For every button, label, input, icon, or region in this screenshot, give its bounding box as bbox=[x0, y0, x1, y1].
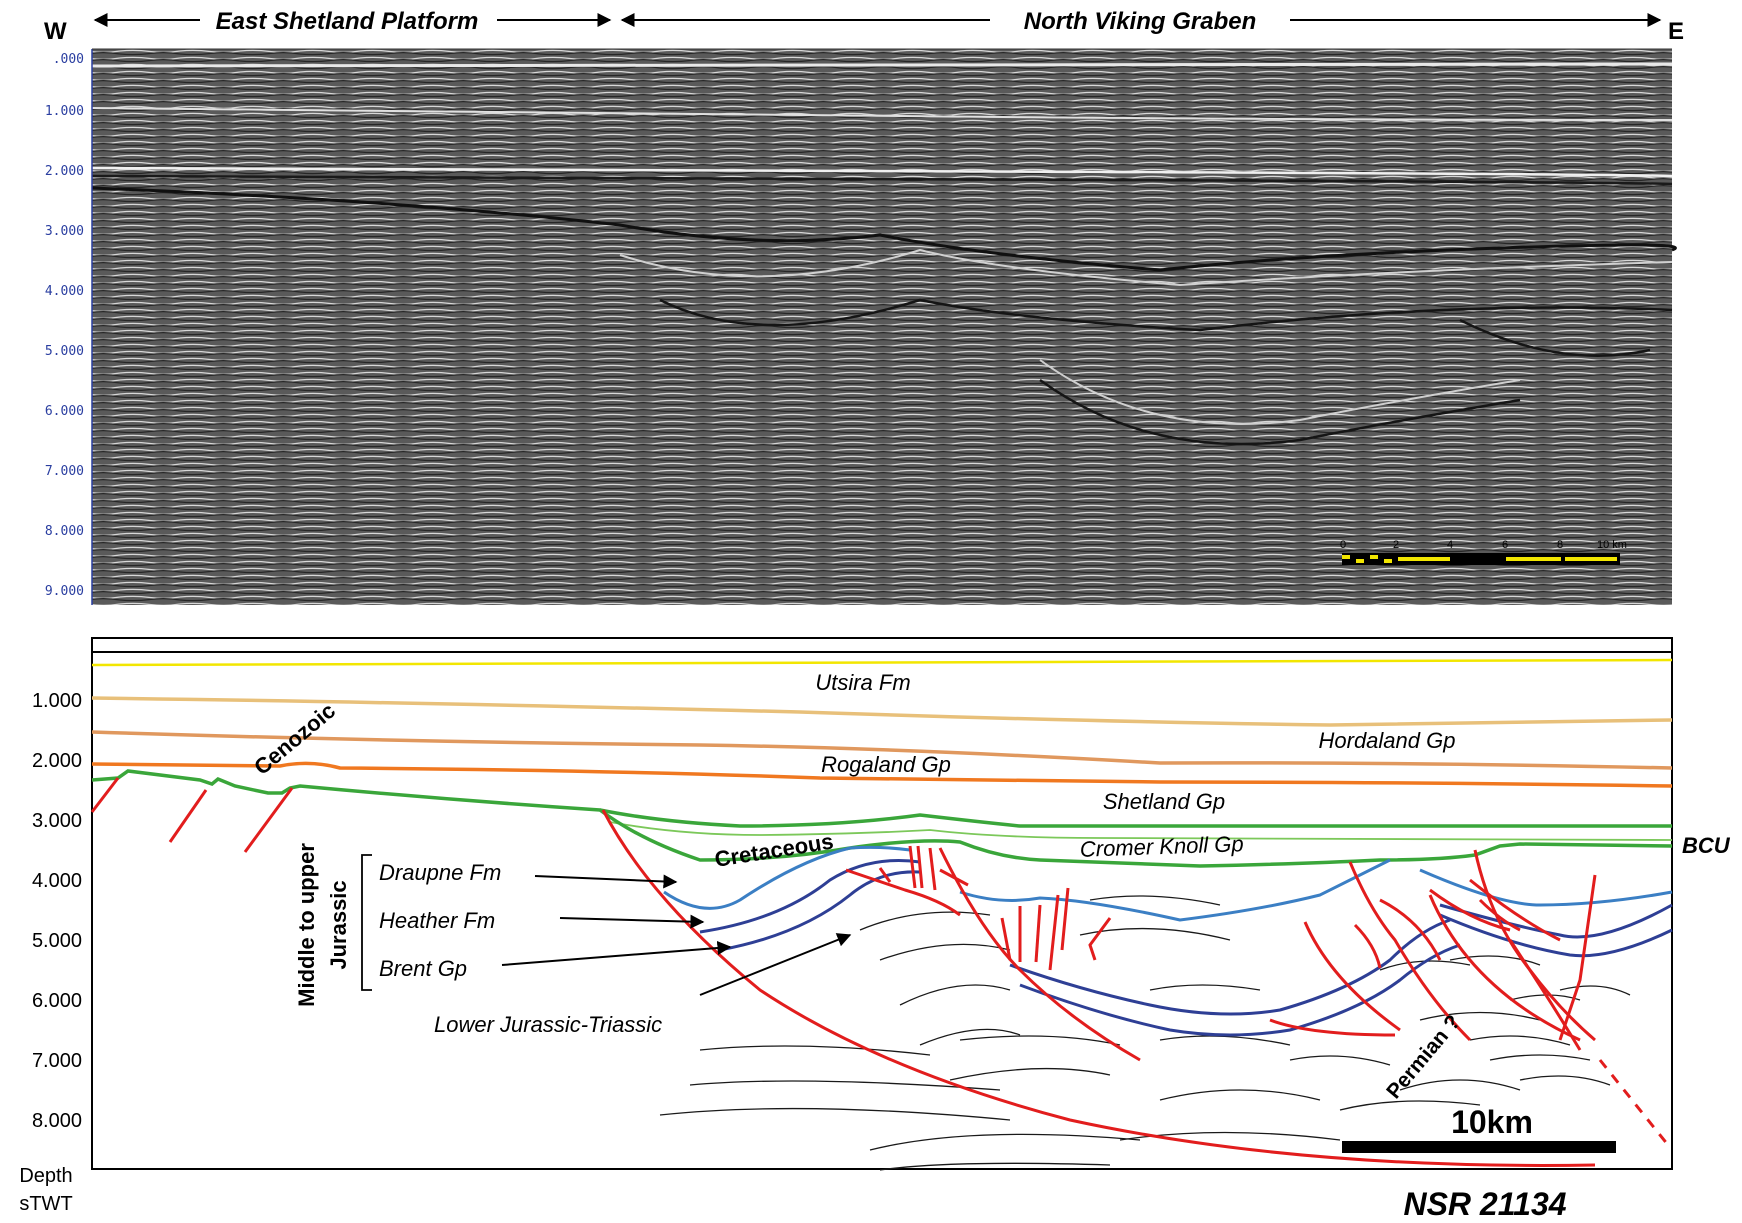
depth-axis: 1.000 2.000 3.000 4.000 5.000 6.000 7.00… bbox=[19, 690, 82, 1215]
scale-tick-label: 2 bbox=[1393, 539, 1399, 551]
scale-tick-label: 0 bbox=[1340, 539, 1346, 551]
depth-tick-label: 1.000 bbox=[32, 690, 82, 712]
scale-tick-label: 4 bbox=[1447, 539, 1453, 551]
axis-title-stwt: sTWT bbox=[19, 1193, 72, 1215]
scale-tick-label: 6 bbox=[1502, 539, 1508, 551]
seismic-image bbox=[92, 49, 1672, 605]
scale-tick-label: 10 km bbox=[1597, 539, 1627, 551]
lower-jurassic-arrow bbox=[699, 933, 852, 996]
header: W E East Shetland Platform North Viking … bbox=[44, 8, 1684, 45]
depth-tick-label: 5.000 bbox=[32, 930, 82, 952]
top-draupne-horizon bbox=[663, 845, 911, 910]
scale-label: 10km bbox=[1451, 1104, 1533, 1140]
seismic-tick-label: 3.000 bbox=[45, 224, 84, 239]
bcu-horizon bbox=[91, 769, 1673, 868]
scale-tick-label: 8 bbox=[1557, 539, 1563, 551]
seismic-tick-label: .000 bbox=[53, 52, 84, 67]
graben-label: North Viking Graben bbox=[1024, 8, 1256, 35]
brent-label: Brent Gp bbox=[379, 956, 467, 981]
draupne-label: Draupne Fm bbox=[379, 860, 501, 885]
depth-tick-label: 6.000 bbox=[32, 990, 82, 1012]
axis-title-depth: Depth bbox=[19, 1165, 72, 1187]
heather-horizon-3 bbox=[1439, 903, 1673, 939]
draupne-arrow bbox=[534, 874, 678, 889]
interpretation-frame bbox=[91, 637, 1673, 1170]
middle-upper-label: Middle to upper bbox=[294, 843, 319, 1007]
top-hordaland-horizon bbox=[91, 696, 1673, 727]
cromer-knoll-horizon bbox=[609, 821, 1673, 841]
jurassic-bracket bbox=[361, 854, 372, 991]
reflector-lines bbox=[659, 895, 1631, 1171]
depth-tick-label: 2.000 bbox=[32, 750, 82, 772]
platform-label: East Shetland Platform bbox=[216, 8, 479, 35]
seismic-reflector-highlights bbox=[91, 62, 1677, 446]
hordaland-label: Hordaland Gp bbox=[1319, 728, 1456, 753]
interpretation-scale-bar bbox=[1342, 1141, 1616, 1153]
brent-horizon-3 bbox=[1439, 913, 1673, 958]
top-draupne-horizon-3 bbox=[1419, 868, 1673, 907]
top-shetland-horizon bbox=[91, 761, 1673, 788]
seismic-panel: .000 1.000 2.000 3.000 4.000 5.000 6.000… bbox=[45, 48, 1677, 605]
line-id-label: NSR 21134 bbox=[1403, 1186, 1566, 1222]
seismic-tick-label: 6.000 bbox=[45, 404, 84, 419]
heather-horizon-2 bbox=[1009, 918, 1451, 1016]
west-label: W bbox=[44, 18, 67, 45]
rogaland-label: Rogaland Gp bbox=[821, 752, 951, 777]
bcu-horizon-upper bbox=[599, 808, 1673, 828]
bcu-label: BCU bbox=[1682, 833, 1731, 858]
interpretation-panel: 1.000 2.000 3.000 4.000 5.000 6.000 7.00… bbox=[19, 637, 1731, 1222]
brent-arrow bbox=[501, 941, 732, 966]
depth-tick-label: 8.000 bbox=[32, 1110, 82, 1132]
lower-jurassic-label: Lower Jurassic-Triassic bbox=[434, 1012, 662, 1037]
brent-horizon-2 bbox=[1019, 943, 1461, 1037]
top-rogaland-horizon bbox=[91, 730, 1673, 770]
seismic-tick-label: 5.000 bbox=[45, 344, 84, 359]
utsira-label: Utsira Fm bbox=[815, 670, 910, 695]
seismic-time-axis: .000 1.000 2.000 3.000 4.000 5.000 6.000… bbox=[45, 52, 84, 599]
depth-tick-label: 7.000 bbox=[32, 1050, 82, 1072]
utsira-horizon bbox=[91, 658, 1673, 667]
seismic-tick-label: 7.000 bbox=[45, 464, 84, 479]
east-label: E bbox=[1668, 18, 1684, 45]
top-draupne-horizon-2 bbox=[959, 858, 1391, 922]
seismic-tick-label: 9.000 bbox=[45, 584, 84, 599]
shetland-label: Shetland Gp bbox=[1103, 789, 1225, 814]
seismic-tick-label: 8.000 bbox=[45, 524, 84, 539]
depth-tick-label: 3.000 bbox=[32, 810, 82, 832]
seismic-scale-bar: 0 2 4 6 8 10 km bbox=[1340, 539, 1627, 565]
depth-tick-label: 4.000 bbox=[32, 870, 82, 892]
seismic-tick-label: 4.000 bbox=[45, 284, 84, 299]
brent-horizon bbox=[719, 870, 921, 952]
cromer-knoll-label: Cromer Knoll Gp bbox=[1079, 831, 1244, 862]
jurassic-label: Jurassic bbox=[326, 880, 351, 969]
heather-arrow bbox=[559, 914, 705, 929]
seismic-tick-label: 2.000 bbox=[45, 164, 84, 179]
heather-label: Heather Fm bbox=[379, 908, 495, 933]
seismic-tick-label: 1.000 bbox=[45, 104, 84, 119]
heather-horizon bbox=[699, 858, 921, 934]
